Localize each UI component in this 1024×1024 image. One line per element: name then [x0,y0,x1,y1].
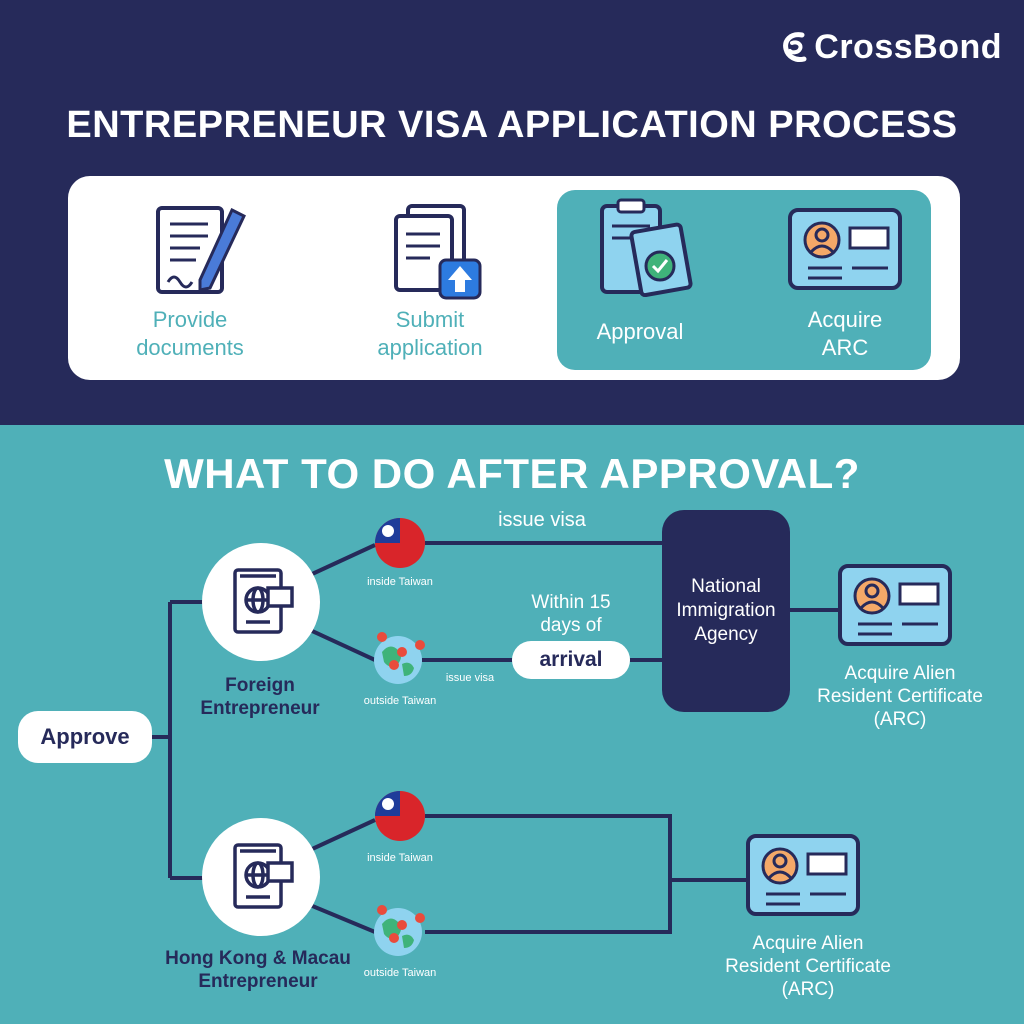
within-line1: Within 15 [531,592,611,613]
step-label: Approval [596,319,684,344]
globe-pin-icon [374,632,425,684]
step-acquire-arc: Acquire ARC [790,306,900,362]
section-title: WHAT TO DO AFTER APPROVAL? [164,450,860,497]
crossbond-logo-icon [783,31,807,62]
brand-logo: CrossBond [782,28,1002,67]
taiwan-flag-icon [375,518,425,568]
agency-line2: Immigration [676,600,776,621]
issue-visa-label: issue visa [498,509,586,531]
agency-line3: Agency [694,624,758,645]
within-15-days-label: Within 15 days of [506,591,636,637]
passport-icon [233,843,294,909]
foreign-entrepreneur-label: Foreign Entrepreneur [180,674,340,720]
arrival-pill: arrival [512,641,630,679]
document-pen-icon [156,206,246,294]
result-line1: Acquire Alien [752,933,864,954]
result-line3: (ARC) [873,709,927,730]
result-line3: (ARC) [781,979,835,1000]
foreign-label-line1: Foreign [225,675,295,696]
outside-taiwan-label: outside Taiwan [363,695,437,707]
id-card-icon [746,834,860,916]
step-submit-application: Submit application [355,306,505,362]
step-label: Submit application [377,307,483,360]
step-approval: Approval [570,318,710,346]
page-title: ENTREPRENEUR VISA APPLICATION PROCESS [66,104,958,146]
upload-document-icon [394,204,482,300]
brand-name: CrossBond [814,28,1002,66]
result-line2: Resident Certificate [725,956,891,977]
clipboard-check-icon [600,198,693,298]
hk-macau-entrepreneur-label: Hong Kong & Macau Entrepreneur [148,947,368,993]
id-card-icon [838,564,952,646]
inside-taiwan-label: inside Taiwan [367,852,433,864]
inside-taiwan-label: inside Taiwan [367,576,433,588]
hk-arc-result-label: Acquire Alien Resident Certificate (ARC) [708,932,908,1001]
hk-label-line1: Hong Kong & Macau [165,948,351,969]
result-line2: Resident Certificate [817,686,983,707]
step-provide-documents: Provide documents [110,306,270,362]
step-label: Provide documents [136,307,244,360]
agency-line1: National [691,576,761,597]
foreign-label-line2: Entrepreneur [200,698,320,719]
outside-taiwan-label: outside Taiwan [363,967,437,979]
id-card-icon [788,208,902,290]
issue-visa-small-label: issue visa [445,672,495,684]
connector-lines [152,541,838,934]
foreign-arc-result-label: Acquire Alien Resident Certificate (ARC) [800,662,1000,731]
globe-pin-icon [374,905,425,956]
result-line1: Acquire Alien [844,663,956,684]
passport-circle-foreign [202,543,320,661]
hk-label-line2: Entrepreneur [198,971,318,992]
within-line2: days of [540,615,602,636]
national-immigration-agency-box: National Immigration Agency [662,510,790,712]
step-label: Acquire ARC [807,307,883,360]
passport-circle-hk [202,818,320,936]
taiwan-flag-icon [375,791,425,841]
passport-icon [233,568,294,634]
approve-pill: Approve [18,711,152,763]
